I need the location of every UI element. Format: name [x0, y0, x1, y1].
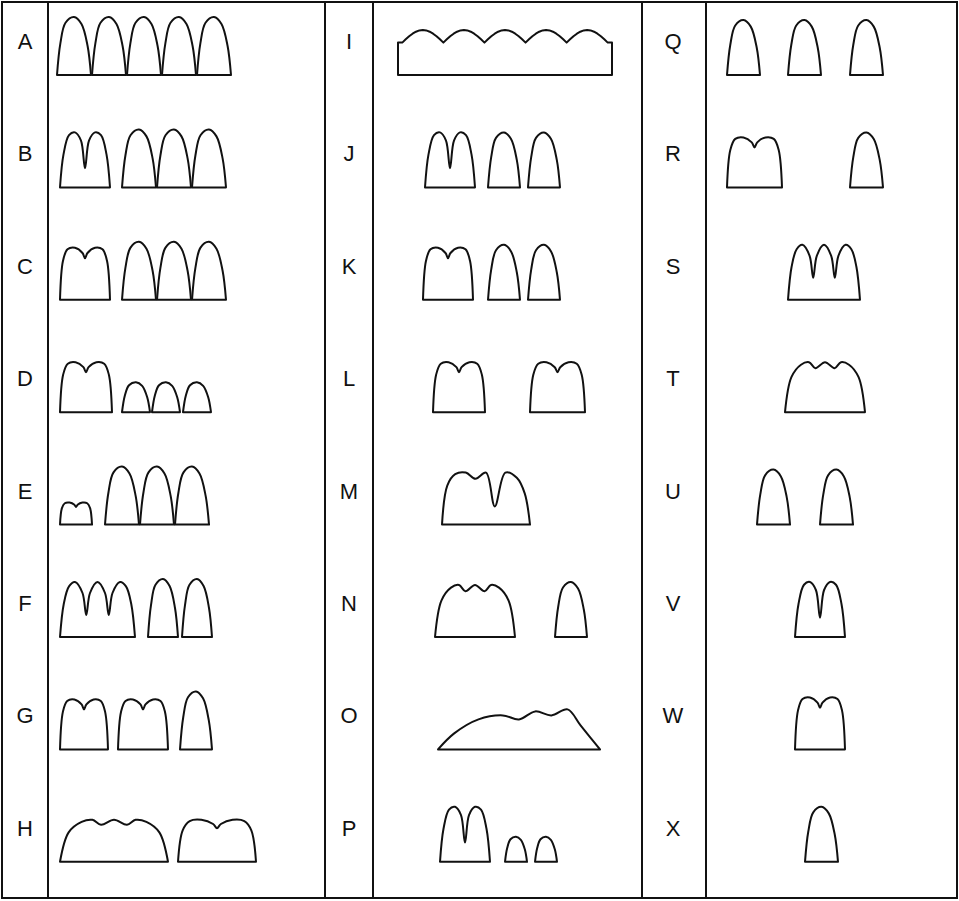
tooth-outline: [192, 242, 226, 300]
tooth-outline: [423, 248, 473, 300]
tooth-outline: [60, 699, 108, 749]
tooth-outline: [183, 382, 211, 412]
cell-letter: C: [17, 256, 33, 278]
tooth-outline: [122, 382, 150, 412]
tooth-outline: [182, 579, 212, 637]
cell-letter: S: [666, 256, 681, 278]
tooth-outline: [440, 807, 490, 862]
tooth-outline: [92, 17, 126, 75]
tooth-outline: [162, 17, 196, 75]
tooth-outline: [60, 820, 168, 862]
cell-letter: O: [340, 705, 357, 727]
cell-letter: R: [665, 143, 681, 165]
tooth-outline: [122, 242, 156, 300]
tooth-outline: [178, 820, 256, 862]
cell-letter: E: [18, 481, 33, 503]
tooth-outline: [528, 132, 560, 187]
column-rule: [47, 2, 49, 898]
tooth-outline: [488, 132, 520, 187]
tooth-outline: [157, 242, 191, 300]
tooth-outline: [757, 470, 790, 525]
cell-letter: P: [342, 818, 357, 840]
tooth-outline: [438, 709, 600, 749]
cell-letter: I: [346, 31, 352, 53]
tooth-outline: [57, 17, 91, 75]
tooth-outline: [535, 837, 557, 862]
tooth-outline: [433, 362, 485, 412]
cell-letter: K: [342, 256, 357, 278]
tooth-outline: [805, 807, 838, 862]
tooth-outline: [175, 467, 209, 525]
cell-letter: U: [665, 481, 681, 503]
cell-letter: G: [16, 705, 33, 727]
tooth-outline: [60, 582, 135, 637]
tooth-outline: [785, 362, 865, 412]
tooth-outline: [140, 467, 174, 525]
column-rule: [705, 2, 707, 898]
cell-letter: F: [18, 593, 31, 615]
cell-letter: L: [343, 368, 355, 390]
tooth-outline: [850, 132, 883, 187]
column-rule: [372, 2, 374, 898]
tooth-outline: [105, 467, 139, 525]
tooth-outline: [727, 137, 782, 187]
tooth-outline: [788, 245, 860, 300]
tooth-outline: [850, 20, 883, 75]
cell-letter: J: [344, 143, 355, 165]
cell-letter: V: [666, 593, 681, 615]
cell-letter: T: [666, 368, 679, 390]
cell-letter: M: [340, 481, 358, 503]
cell-letter: X: [666, 818, 681, 840]
tooth-outline: [727, 20, 760, 75]
tooth-outline: [60, 362, 112, 412]
tooth-outline: [425, 132, 475, 187]
tooth-outline: [152, 382, 180, 412]
tooth-outline: [148, 579, 178, 637]
tooth-outline: [788, 20, 821, 75]
cell-letter: W: [663, 705, 684, 727]
cell-letter: D: [17, 368, 33, 390]
tooth-outline: [197, 17, 231, 75]
tooth-outline: [435, 585, 515, 637]
tooth-outline: [157, 129, 191, 187]
tooth-outline: [60, 248, 110, 300]
cell-letter: H: [17, 818, 33, 840]
cell-letter: A: [18, 31, 33, 53]
tooth-outline: [122, 129, 156, 187]
tooth-outline: [192, 129, 226, 187]
column-rule: [324, 2, 326, 898]
cell-letter: B: [18, 143, 33, 165]
tooth-outline: [530, 362, 585, 412]
cell-letter: N: [341, 593, 357, 615]
tooth-outline: [118, 699, 168, 749]
tooth-outline: [555, 582, 587, 637]
cell-letter: Q: [664, 31, 681, 53]
tooth-outline: [60, 502, 92, 524]
tooth-outline: [398, 30, 612, 75]
tooth-outline: [60, 132, 110, 187]
tooth-outline: [442, 472, 530, 524]
tooth-outline: [488, 245, 520, 300]
column-rule: [641, 2, 643, 898]
tooth-outline: [505, 837, 527, 862]
tooth-outline: [795, 582, 845, 637]
tooth-outline: [795, 697, 845, 749]
tooth-outline: [528, 245, 560, 300]
tooth-outline: [127, 17, 161, 75]
tooth-outline: [820, 470, 853, 525]
tooth-outline: [180, 691, 212, 749]
